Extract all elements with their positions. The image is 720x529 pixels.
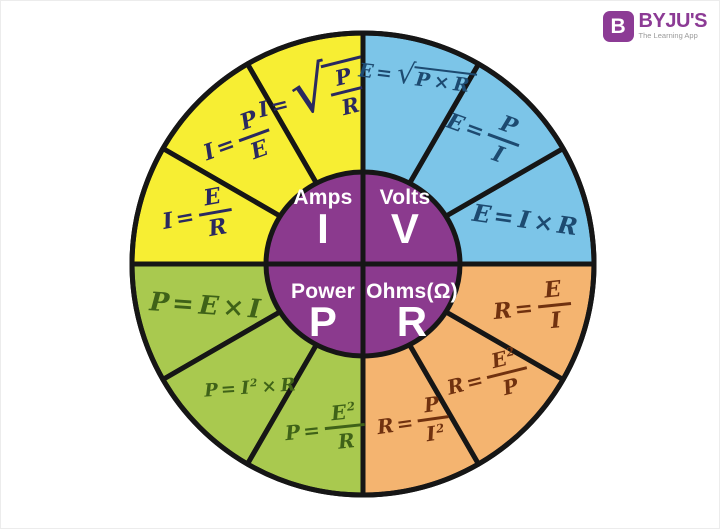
hub-amps-word: Amps xyxy=(293,186,353,209)
hub-amps-letter: I xyxy=(317,205,329,252)
hub-power-letter: P xyxy=(308,298,338,345)
hub-ohms-word: Ohms(Ω) xyxy=(366,280,458,303)
byjus-logo-badge-icon: B xyxy=(602,11,634,42)
wheel-outer-rim xyxy=(129,30,597,498)
byjus-tagline: The Learning App xyxy=(638,31,698,40)
hub-volts-word: Volts xyxy=(379,186,431,209)
hub-power-word: Power xyxy=(290,280,356,303)
byjus-logo: B BYJU'S The Learning App xyxy=(602,10,708,42)
hub-ohms-letter: R xyxy=(396,298,428,345)
byjus-brand-name: BYJU'S xyxy=(638,10,708,32)
byjus-logo-text: BYJU'S The Learning App xyxy=(638,10,708,42)
hub-volts-letter: V xyxy=(390,205,420,252)
